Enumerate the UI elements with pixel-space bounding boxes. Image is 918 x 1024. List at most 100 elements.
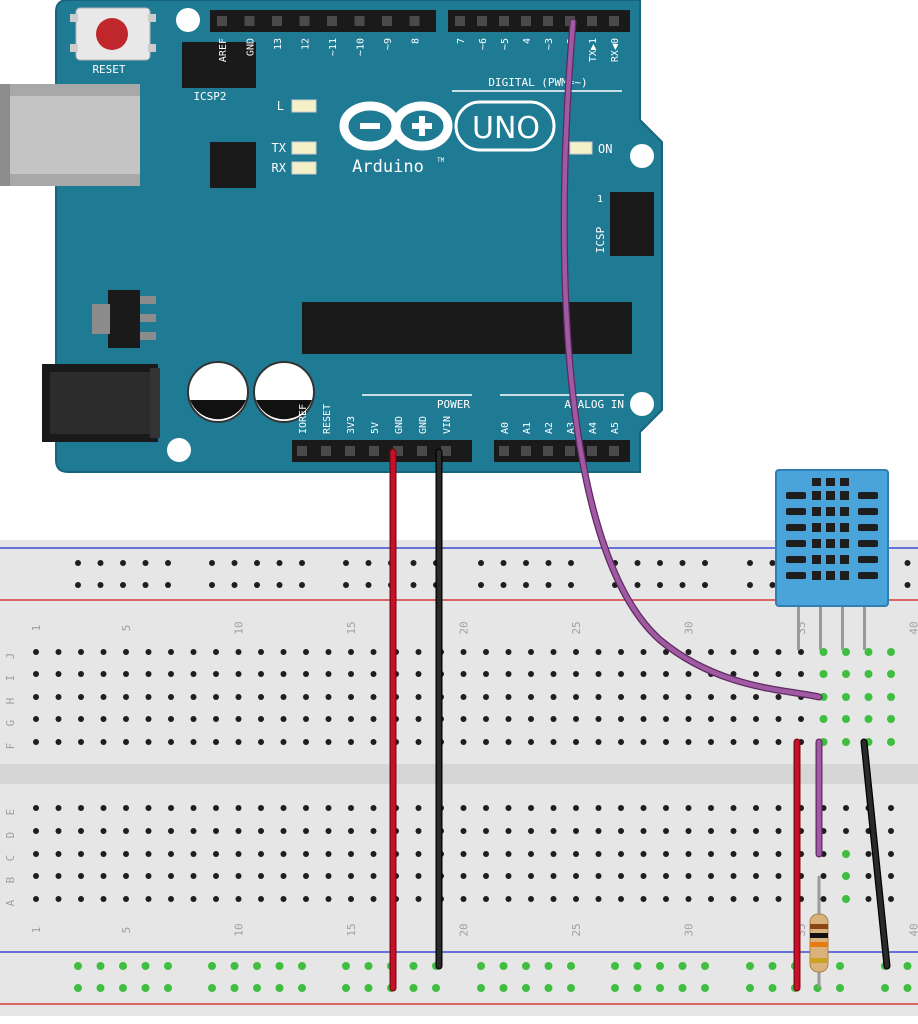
breadboard-hole: [145, 851, 152, 857]
rail-hole: [299, 582, 305, 588]
header-pin: [417, 446, 427, 456]
header-pin: [609, 446, 619, 456]
breadboard-hole: [303, 694, 309, 700]
rail-hole: [477, 962, 485, 970]
grille-slot: [786, 572, 806, 579]
breadboard-hole: [280, 739, 287, 745]
rail-hole: [747, 560, 753, 566]
breadboard-hole: [573, 851, 579, 857]
pin-label: GND: [418, 416, 429, 434]
breadboard-hole: [168, 649, 174, 655]
wire-gnd-rail: [861, 739, 890, 969]
breadboard-hole: [573, 671, 579, 677]
rail-hole: [523, 582, 529, 588]
breadboard-hole: [280, 671, 287, 677]
breadboard-hole: [528, 873, 534, 879]
breadboard-hole: [33, 671, 39, 677]
breadboard-hole: [865, 896, 872, 902]
breadboard-hole: [483, 694, 489, 700]
breadboard-hole: [213, 649, 219, 655]
breadboard-hole: [685, 805, 692, 811]
breadboard-hole: [100, 851, 107, 857]
breadboard-hole: [864, 648, 873, 656]
rail-hole: [904, 582, 911, 588]
breadboard-hole: [235, 805, 242, 811]
grille-slot: [812, 507, 821, 516]
breadboard-hole: [168, 716, 174, 722]
rail-hole: [903, 962, 912, 970]
row-letter: A: [4, 899, 17, 906]
breadboard-hole: [123, 805, 129, 811]
rail-hole: [141, 962, 150, 970]
rail-hole: [365, 582, 372, 588]
pin-label: VIN: [442, 416, 453, 434]
rail-hole: [678, 962, 687, 970]
breadboard-hole: [730, 896, 737, 902]
breadboard-hole: [370, 896, 377, 902]
breadboard-hole: [123, 671, 129, 677]
rail-hole: [544, 984, 553, 992]
breadboard-hole: [663, 896, 669, 902]
breadboard-hole: [33, 649, 39, 655]
rail-hole: [568, 582, 574, 588]
header-pin: [409, 16, 420, 26]
breadboard-hole: [348, 739, 354, 745]
breadboard-hole: [460, 716, 467, 722]
breadboard-hole: [775, 851, 782, 857]
breadboard-hole: [573, 716, 579, 722]
breadboard-hole: [213, 694, 219, 700]
rail-hole: [208, 984, 216, 992]
rail-hole: [611, 984, 619, 992]
pin-label: A4: [588, 422, 599, 434]
breadboard-hole: [528, 851, 534, 857]
breadboard-hole: [595, 873, 602, 879]
rail-hole: [769, 560, 776, 566]
breadboard-hole: [123, 649, 129, 655]
breadboard-hole: [415, 896, 422, 902]
rail-hole: [230, 984, 239, 992]
column-number: 20: [458, 923, 471, 936]
breadboard-hole: [775, 694, 782, 700]
rail-hole: [75, 582, 81, 588]
model-label: UNO: [472, 111, 540, 146]
breadboard-hole: [640, 739, 647, 745]
breadboard-hole: [100, 805, 107, 811]
breadboard-hole: [865, 873, 872, 879]
column-number: 25: [570, 621, 583, 634]
analog-section-label: ANALOG IN: [564, 398, 624, 411]
breadboard-hole: [528, 649, 534, 655]
header-pin: [393, 446, 403, 456]
grille-slot: [826, 539, 835, 548]
rail-hole: [254, 582, 260, 588]
breadboard-hole: [325, 896, 332, 902]
breadboard-hole: [550, 828, 557, 834]
grille-slot: [812, 491, 821, 500]
breadboard-hole: [348, 671, 354, 677]
breadboard-hole: [708, 649, 714, 655]
reset-button[interactable]: [70, 7, 156, 61]
led-l: [291, 99, 317, 113]
header-pin: [297, 446, 307, 456]
rail-hole: [611, 962, 619, 970]
rail-hole: [253, 962, 261, 970]
breadboard-hole: [640, 694, 647, 700]
breadboard-hole: [280, 716, 287, 722]
breadboard-hole: [78, 805, 84, 811]
breadboard-hole: [842, 693, 850, 701]
rail-hole: [253, 984, 261, 992]
breadboard-hole: [887, 738, 895, 746]
breadboard-hole: [595, 671, 602, 677]
row-letter: E: [4, 809, 17, 816]
breadboard-hole: [753, 739, 759, 745]
breadboard-hole: [190, 694, 197, 700]
rail-hole: [342, 962, 350, 970]
breadboard-hole: [528, 739, 534, 745]
breadboard-hole: [415, 828, 422, 834]
breadboard-hole: [78, 873, 84, 879]
grille-slot: [840, 507, 849, 516]
pin-label: 12: [301, 38, 312, 50]
grille-slot: [840, 491, 849, 500]
column-number: 15: [345, 621, 358, 634]
breadboard-hole: [100, 694, 107, 700]
rail-hole: [567, 962, 575, 970]
